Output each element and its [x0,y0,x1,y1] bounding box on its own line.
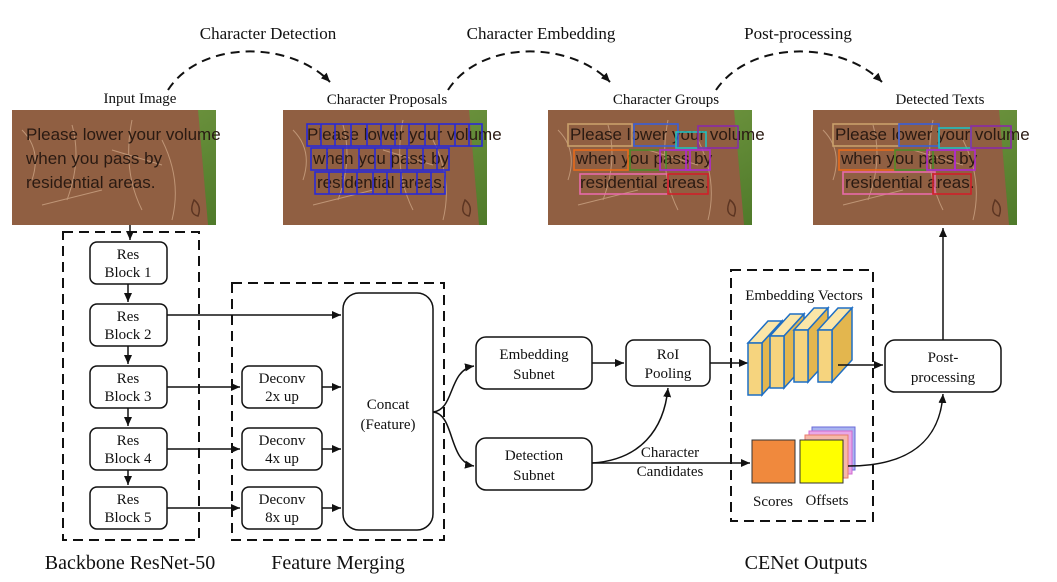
arrow-detection-to-roi [591,387,672,464]
svg-text:Block 3: Block 3 [104,389,151,405]
svg-text:residential areas.: residential areas. [317,173,446,192]
stage-arrow-detection [167,50,331,91]
res-block-3: Res Block 3 [89,365,168,409]
image-title-groups: Character Groups [613,92,719,108]
svg-text:Please lower your volume: Please lower your volume [307,125,502,144]
svg-text:residential areas.: residential areas. [845,173,974,192]
arrow-concat-to-detection [432,411,475,469]
backbone-label: Backbone ResNet-50 [45,552,216,574]
svg-text:Block 1: Block 1 [104,265,151,281]
candidates-label-2: Candidates [637,464,704,480]
svg-text:Res: Res [117,247,140,263]
embedding-vectors-label: Embedding Vectors [745,288,863,304]
svg-text:Please lower your volume: Please lower your volume [835,125,1030,144]
svg-text:Res: Res [117,309,140,325]
svg-text:processing: processing [911,370,976,386]
svg-text:Detection: Detection [505,448,564,464]
svg-text:RoI: RoI [657,347,680,363]
offsets-label: Offsets [805,493,848,509]
post-processing-box: Post- processing [884,339,1002,393]
svg-text:Embedding: Embedding [499,347,569,363]
svg-text:residential areas.: residential areas. [580,173,709,192]
svg-text:Block 5: Block 5 [104,510,151,526]
stage-label-detection: Character Detection [200,24,337,43]
svg-text:2x up: 2x up [265,389,299,405]
svg-text:Please lower your volume: Please lower your volume [570,125,765,144]
groups-image: Please lower your volume when you pass b… [547,109,765,226]
svg-text:Deconv: Deconv [259,371,306,387]
proposal-boxes [306,123,483,195]
input-image: Please lower your volume when you pass b… [11,109,221,226]
stage-arrow-postprocessing [715,50,883,91]
cenet-outputs-group [730,269,874,522]
svg-text:Res: Res [117,371,140,387]
svg-text:Block 2: Block 2 [104,327,151,343]
scores-label: Scores [753,494,793,510]
svg-text:Res: Res [117,433,140,449]
detected-boxes [832,123,1012,195]
svg-text:when you pass by: when you pass by [840,149,978,168]
scores-square [751,439,796,484]
image-title-detected: Detected Texts [895,92,984,108]
embedding-subnet: Embedding Subnet [475,336,593,390]
svg-text:Subnet: Subnet [513,468,556,484]
offsets-stack [799,426,856,484]
sign-line-3: residential areas. [26,173,155,192]
sign-line-2: when you pass by [25,149,163,168]
arrow-concat-to-embedding [432,363,475,413]
stage-arrow-embedding [447,50,611,91]
svg-text:Subnet: Subnet [513,367,556,383]
deconv-2x: Deconv 2x up [241,365,323,409]
svg-text:(Feature): (Feature) [361,417,416,433]
group-boxes [567,123,739,195]
image-title-proposals: Character Proposals [327,92,448,108]
res-block-5: Res Block 5 [89,486,168,530]
stage-label-postprocessing: Post-processing [744,24,852,43]
feature-merging-label: Feature Merging [271,552,405,574]
svg-text:Deconv: Deconv [259,492,306,508]
sign-line-1: Please lower your volume [26,125,221,144]
svg-text:Deconv: Deconv [259,433,306,449]
embedding-vector-cubes [746,306,854,397]
svg-text:Pooling: Pooling [645,366,692,382]
detection-subnet: Detection Subnet [475,437,593,491]
image-title-input: Input Image [104,91,177,107]
res-block-2: Res Block 2 [89,303,168,347]
concat-feature-box: Concat (Feature) [342,292,434,531]
deconv-8x: Deconv 8x up [241,486,323,530]
svg-text:when you pass by: when you pass by [312,149,450,168]
candidates-label-1: Character [641,445,699,461]
stage-label-embedding: Character Embedding [467,24,616,43]
roi-pooling: RoI Pooling [625,339,711,387]
svg-text:4x up: 4x up [265,451,299,467]
deconv-4x: Deconv 4x up [241,427,323,471]
arrow-offsets-to-post [847,393,947,467]
merging-arrows [167,311,341,512]
res-block-1: Res Block 1 [89,241,168,285]
svg-text:Res: Res [117,492,140,508]
svg-text:Concat: Concat [367,397,410,413]
svg-text:Block 4: Block 4 [104,451,152,467]
cenet-outputs-label: CENet Outputs [745,552,868,574]
backbone-group [62,231,200,541]
svg-text:when you pass by: when you pass by [575,149,713,168]
res-block-4: Res Block 4 [89,427,168,471]
svg-text:Post-: Post- [928,350,959,366]
detected-image: Please lower your volume when you pass b… [812,109,1030,226]
svg-text:8x up: 8x up [265,510,299,526]
feature-merging-group [231,282,445,541]
proposals-image: Please lower your volume when you pass b… [282,109,502,226]
